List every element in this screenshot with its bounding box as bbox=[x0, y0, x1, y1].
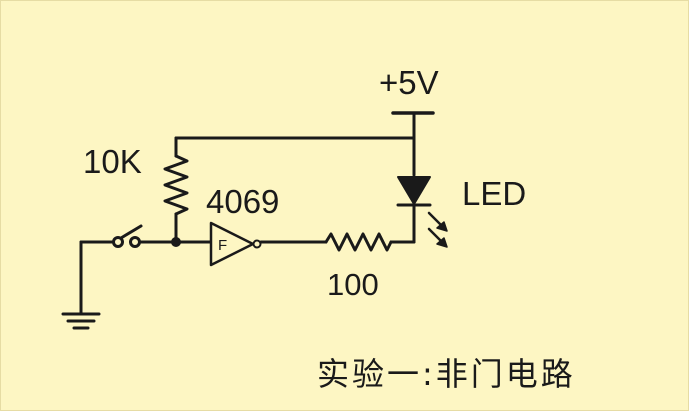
ground-symbol bbox=[61, 240, 101, 330]
series-resistor bbox=[324, 232, 416, 252]
pullup-resistor bbox=[163, 136, 189, 244]
inverter-chip-label: 4069 bbox=[206, 183, 280, 220]
inverter-gate: F bbox=[209, 221, 262, 267]
input-switch bbox=[79, 224, 178, 248]
supply-rail bbox=[391, 111, 435, 177]
led-light-arrows bbox=[427, 211, 448, 248]
led bbox=[396, 176, 432, 244]
led-label: LED bbox=[462, 175, 527, 212]
supply-voltage-label: +5V bbox=[379, 64, 439, 101]
svg-text:F: F bbox=[218, 237, 227, 254]
pullup-resistor-label: 10K bbox=[83, 143, 142, 180]
diagram-caption: 实验一:非门电路 bbox=[317, 355, 576, 393]
series-resistor-label: 100 bbox=[327, 267, 379, 302]
